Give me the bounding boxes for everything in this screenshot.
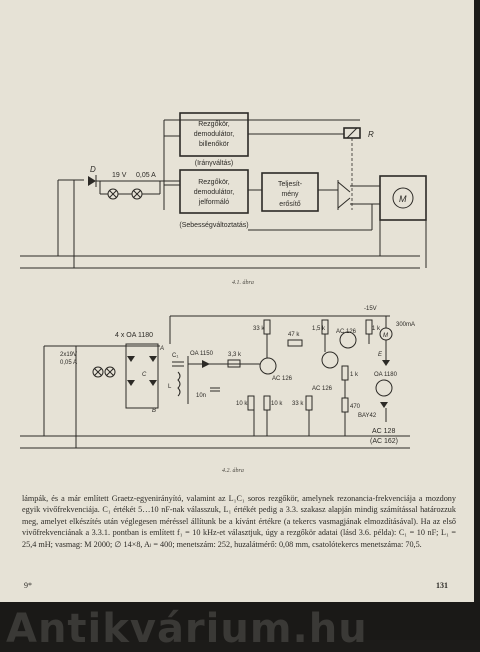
t3-label: AC 126 — [336, 329, 357, 335]
watermark-logo: Antikvárium.hu — [6, 606, 368, 652]
transistor-t1 — [259, 357, 277, 375]
c1-label: C₁ — [172, 353, 178, 359]
relay-label: R — [368, 130, 374, 139]
r-1k5-label: 1,5 k — [312, 326, 326, 332]
diode-d-label: D — [90, 165, 96, 174]
figure-4-1-caption: 4.1. ábra — [232, 279, 254, 286]
lamp-current-label: 0,05 A — [136, 172, 156, 179]
diode-bay42-label: BAY42 — [358, 413, 377, 419]
block-power-amplifier — [261, 172, 319, 212]
r-10k-a-label: 10 k — [236, 401, 248, 407]
t1-label: AC 126 — [272, 376, 293, 382]
node-c: C — [142, 372, 147, 378]
block-mid-line-3: jelformáló — [198, 199, 229, 206]
r-1k-a-label: 1 k — [350, 372, 359, 378]
motor-m-label: M — [383, 333, 388, 339]
body-text: lámpák, és a már említett Graetz-egyenir… — [22, 493, 456, 550]
lamp-a — [92, 366, 104, 378]
block-amp-line-2: mény — [281, 191, 299, 198]
motor-current-label: 300mA — [396, 322, 415, 328]
node-b: B — [152, 408, 156, 414]
figure-4-2-circuit: 2x19V 0,05 A 4 x OA 1180 A B C C₁ L OA 1… — [20, 306, 415, 474]
page-number: 131 — [436, 581, 448, 590]
r-3k3-label: 3,3 k — [228, 352, 242, 358]
block-top-line-1: Rezgőkör, — [198, 121, 230, 128]
lamp-rating-2: 0,05 A — [60, 360, 77, 366]
node-a: A — [159, 346, 164, 352]
figure-4-2-caption: 4.2. ábra — [222, 467, 244, 474]
r-33k-c-label: 33 k — [292, 401, 304, 407]
book-page: D 19 V 0,05 A Rezgőkör, demodulátor, bil… — [0, 0, 474, 626]
cap-10n-label: 10n — [196, 393, 206, 399]
r-1k-b-label: 1 k — [372, 326, 381, 332]
block-mid-line-2: demodulátor, — [194, 189, 235, 196]
lamp-voltage-label: 19 V — [112, 172, 127, 179]
bridge-label: 4 x OA 1180 — [115, 332, 153, 339]
r-33k-b-label: 33 k — [253, 326, 265, 332]
t4-label-1: AC 128 — [372, 428, 395, 435]
diode-d-symbol — [88, 176, 96, 186]
transistor-t4 — [375, 379, 393, 397]
block-mid-caption: (Sebességváltoztatás) — [179, 222, 248, 229]
transistor-t3 — [339, 331, 357, 349]
lamp-rating-1: 2x19V — [60, 352, 77, 358]
paragraph-1: lámpák, és a már említett Graetz-egyenir… — [22, 494, 456, 549]
motor-label: M — [399, 194, 407, 204]
coil-label: L — [168, 384, 172, 390]
t4-label-2: (AC 162) — [370, 438, 398, 445]
r-10k-b-label: 10 k — [271, 401, 283, 407]
motor-symbol — [392, 187, 414, 209]
block-top-caption: (Iránγváltás) — [195, 160, 234, 167]
block-amp-line-3: erősítő — [279, 201, 301, 208]
figure-4-1-circuit: D 19 V 0,05 A Rezgőkör, demodulátor, bil… — [20, 112, 427, 474]
transistor-t2 — [321, 351, 339, 369]
lamp-b — [104, 366, 116, 378]
block-top-line-2: demodulátor, — [194, 131, 235, 138]
diode-oa1150-label: OA 1150 — [190, 351, 214, 357]
block-mid-line-1: Rezgőkör, — [198, 179, 230, 186]
r-470-label: 470 — [350, 404, 361, 410]
block-amp-line-1: Teljesít- — [278, 181, 303, 188]
signature-mark: 9* — [24, 581, 32, 590]
r-47k-label: 47 k — [288, 332, 300, 338]
supply-label: -15V — [364, 306, 377, 312]
t2-label: AC 126 — [312, 386, 333, 392]
block-top-line-3: billenőkör — [199, 141, 230, 148]
diode-oa1180-label: OA 1180 — [374, 372, 398, 378]
block-oscillator-speed — [179, 169, 249, 214]
node-e: E — [378, 352, 383, 358]
scan-background — [0, 602, 480, 640]
